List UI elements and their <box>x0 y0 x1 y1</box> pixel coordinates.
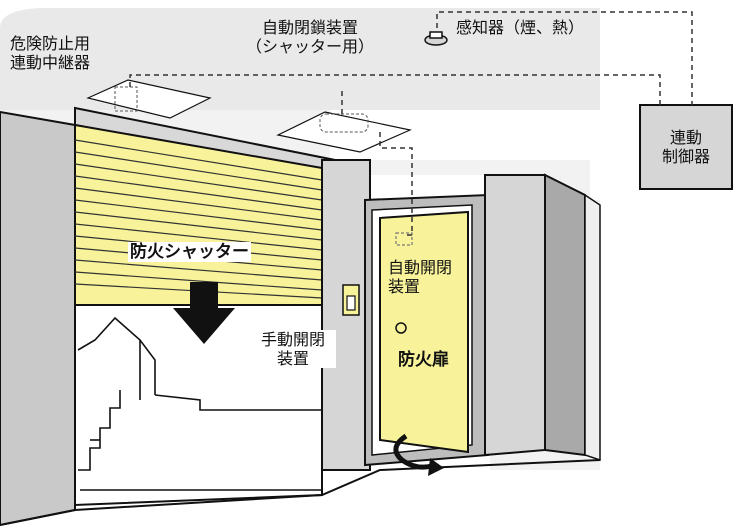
door-closer-box <box>395 232 413 246</box>
fire-door-label: 防火扉 <box>398 350 449 370</box>
floor-line <box>0 459 601 526</box>
far-wall <box>584 193 601 462</box>
detector-label: 感知器（煙、熱） <box>456 18 585 37</box>
door-closer-label-line2: 装置 <box>388 277 421 297</box>
smoke-detector-icon <box>424 31 448 46</box>
auto-closer-label-line1: 自動閉鎖装置 <box>261 18 358 37</box>
auto-closer-label: 自動閉鎖装置 （シャッター用） <box>235 18 385 56</box>
left-wall <box>0 110 76 527</box>
door-closer-label: 自動開閉 装置 <box>388 258 452 296</box>
danger-relay-label-line1: 危険防止用 <box>10 34 91 53</box>
door-closer-label-line1: 自動開閉 <box>388 258 453 277</box>
fire-shutter-label: 防火シャッター <box>128 242 251 263</box>
right-wall-side <box>544 173 586 457</box>
door-knob <box>395 322 407 334</box>
manual-switch-label: 手動開閉 装置 <box>250 330 336 369</box>
manual-switch <box>342 284 360 316</box>
danger-relay-label: 危険防止用 連動中継器 <box>10 34 90 72</box>
relay-device-outline <box>114 86 138 112</box>
manual-switch-label-line1: 手動開閉 <box>260 330 325 349</box>
curved-swing-arrow-icon <box>393 433 444 476</box>
stairs <box>77 316 322 491</box>
dashed-wiring <box>129 11 693 236</box>
controller-label-line1: 連動 <box>669 128 702 147</box>
closer-device-outline <box>319 113 369 133</box>
controller-label: 連動 制御器 <box>645 128 727 166</box>
down-arrow-icon <box>173 282 235 344</box>
manual-switch-label-line2: 装置 <box>276 349 309 369</box>
ceiling-panel-closer <box>276 111 412 153</box>
fire-door-leaf <box>379 210 469 454</box>
right-wall <box>484 174 546 457</box>
controller-box <box>639 104 733 190</box>
ceiling-panel-relay <box>86 79 212 119</box>
controller-label-line2: 制御器 <box>661 147 710 167</box>
auto-closer-label-line2: （シャッター用） <box>245 37 374 57</box>
danger-relay-label-line2: 連動中継器 <box>10 53 91 73</box>
